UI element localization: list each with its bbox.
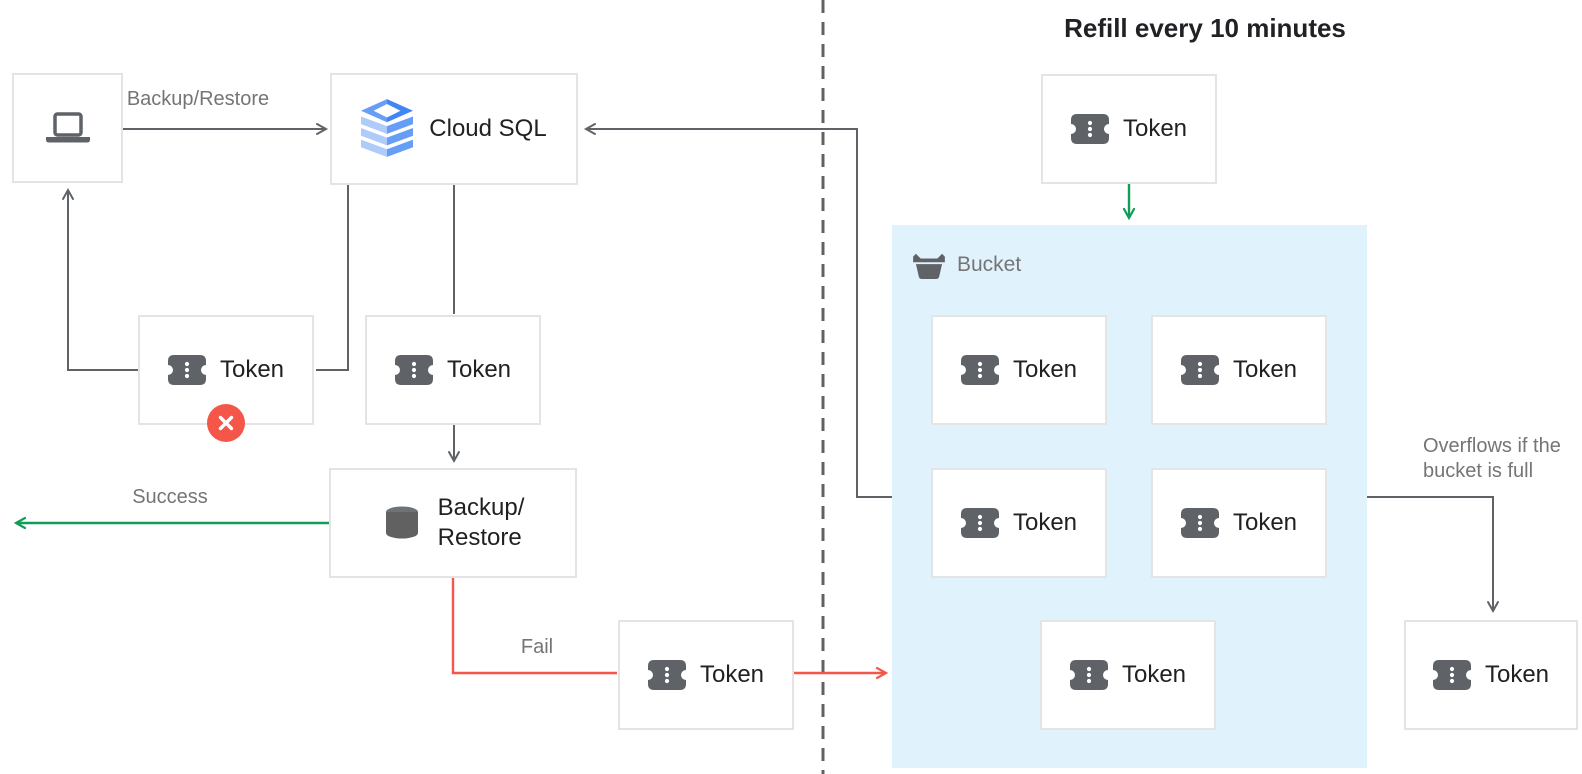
connector-fail-to-token (451, 577, 617, 675)
token-label: Token (219, 356, 285, 383)
token-box-rejected: Token (138, 315, 314, 442)
token-label: Token (1122, 115, 1188, 142)
token-ticket-icon (1433, 660, 1471, 690)
refill-title: Refill every 10 minutes (1064, 13, 1346, 43)
token-box-bucket-4: Token (1151, 468, 1327, 578)
edge-label-backup-restore: Backup/Restore (126, 88, 270, 110)
token-label: Token (699, 661, 765, 688)
edge-label-overflow: Overflows if the bucket is full (1423, 434, 1561, 484)
database-icon (382, 506, 422, 540)
connector-bucket-to-cloudsql (583, 123, 892, 498)
token-box-pending: Token (365, 315, 541, 425)
token-label: Token (1012, 356, 1078, 383)
edge-label-success: Success (132, 486, 208, 508)
cloud-sql-box: Cloud SQL (330, 73, 578, 185)
connector-cloudsql-to-rejected-token (316, 185, 349, 371)
token-ticket-icon (1071, 114, 1109, 144)
token-label: Token (1232, 509, 1298, 536)
bucket-label: Bucket (957, 253, 1022, 276)
token-box-fail: Token (618, 620, 794, 730)
error-x-icon (207, 404, 245, 442)
edge-label-overflow-line1: Overflows if the (1423, 435, 1561, 457)
token-box-overflow: Token (1404, 620, 1578, 730)
token-ticket-icon (648, 660, 686, 690)
laptop-icon (46, 112, 90, 144)
cloud-sql-label: Cloud SQL (429, 115, 547, 142)
token-box-bucket-3: Token (931, 468, 1107, 578)
edge-label-overflow-line2: bucket is full (1423, 460, 1534, 482)
token-label: Token (446, 356, 512, 383)
edge-label-fail: Fail (520, 636, 554, 658)
token-label: Token (1121, 661, 1187, 688)
connector-bucket-overflow (1367, 496, 1499, 614)
token-box-bucket-bottom: Token (1040, 620, 1216, 730)
token-ticket-icon (395, 355, 433, 385)
token-label: Token (1012, 509, 1078, 536)
bucket-panel: Bucket Token Token Token Token Token (892, 225, 1367, 768)
bucket-header: Bucket (912, 251, 1021, 279)
token-box-refill: Token (1041, 74, 1217, 184)
token-box-bucket-2: Token (1151, 315, 1327, 425)
backup-restore-label: Backup/ Restore (437, 494, 525, 551)
token-label: Token (1484, 661, 1550, 688)
token-label: Token (1232, 356, 1298, 383)
connector-rejected-token-to-client (62, 187, 138, 371)
client-box (12, 73, 123, 183)
backup-restore-box: Backup/ Restore (329, 468, 577, 578)
cloud-sql-icon (361, 99, 413, 159)
token-box-bucket-1: Token (931, 315, 1107, 425)
token-ticket-icon (168, 355, 206, 385)
